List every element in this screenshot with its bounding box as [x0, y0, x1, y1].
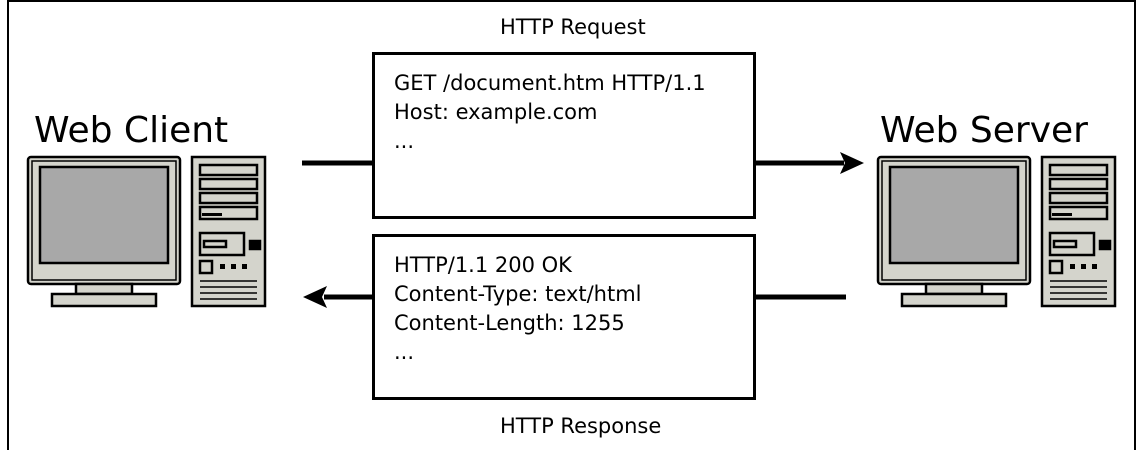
client-label: Web Client	[34, 110, 229, 151]
response-message-box: HTTP/1.1 200 OK Content-Type: text/html …	[372, 234, 756, 400]
request-message-box: GET /document.htm HTTP/1.1 Host: example…	[372, 52, 756, 219]
response-line-2: Content-Type: text/html	[394, 282, 642, 306]
response-caption: HTTP Response	[500, 414, 662, 438]
response-arrowhead	[303, 286, 327, 308]
request-caption: HTTP Request	[500, 15, 646, 39]
response-line-4: ...	[394, 340, 415, 364]
diagram-frame	[7, 0, 1136, 450]
response-line-1: HTTP/1.1 200 OK	[394, 253, 572, 277]
request-line-1: GET /document.htm HTTP/1.1	[394, 71, 706, 95]
request-line-3: ...	[394, 129, 415, 153]
server-label: Web Server	[880, 110, 1088, 151]
request-arrowhead	[840, 152, 864, 174]
request-line-2: Host: example.com	[394, 100, 598, 124]
response-line-3: Content-Length: 1255	[394, 311, 625, 335]
